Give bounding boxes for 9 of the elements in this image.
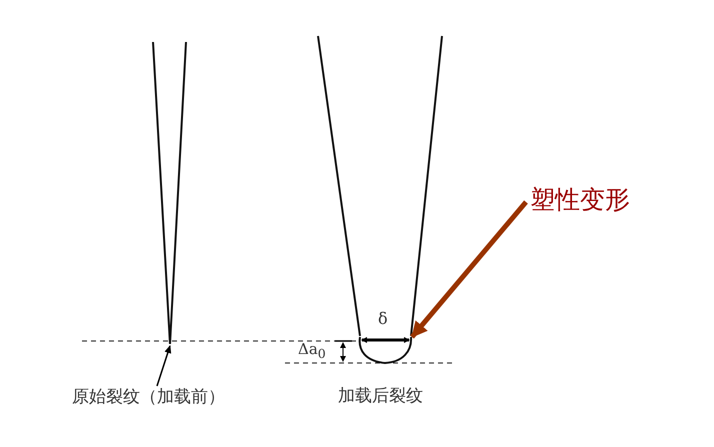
caption-text: 加载后裂纹 bbox=[338, 388, 423, 405]
dimension-label: Δa$_{0}$ bbox=[298, 342, 326, 360]
dimension-label: δ bbox=[378, 311, 388, 327]
callout-label: 原始裂纹（加载前） bbox=[72, 386, 252, 408]
leader-line bbox=[156, 345, 172, 386]
callout-label: 塑性变形 bbox=[530, 186, 644, 214]
crack-tip-drawing bbox=[357, 336, 413, 365]
crack-drawing bbox=[150, 40, 190, 346]
arrow bbox=[410, 200, 528, 339]
